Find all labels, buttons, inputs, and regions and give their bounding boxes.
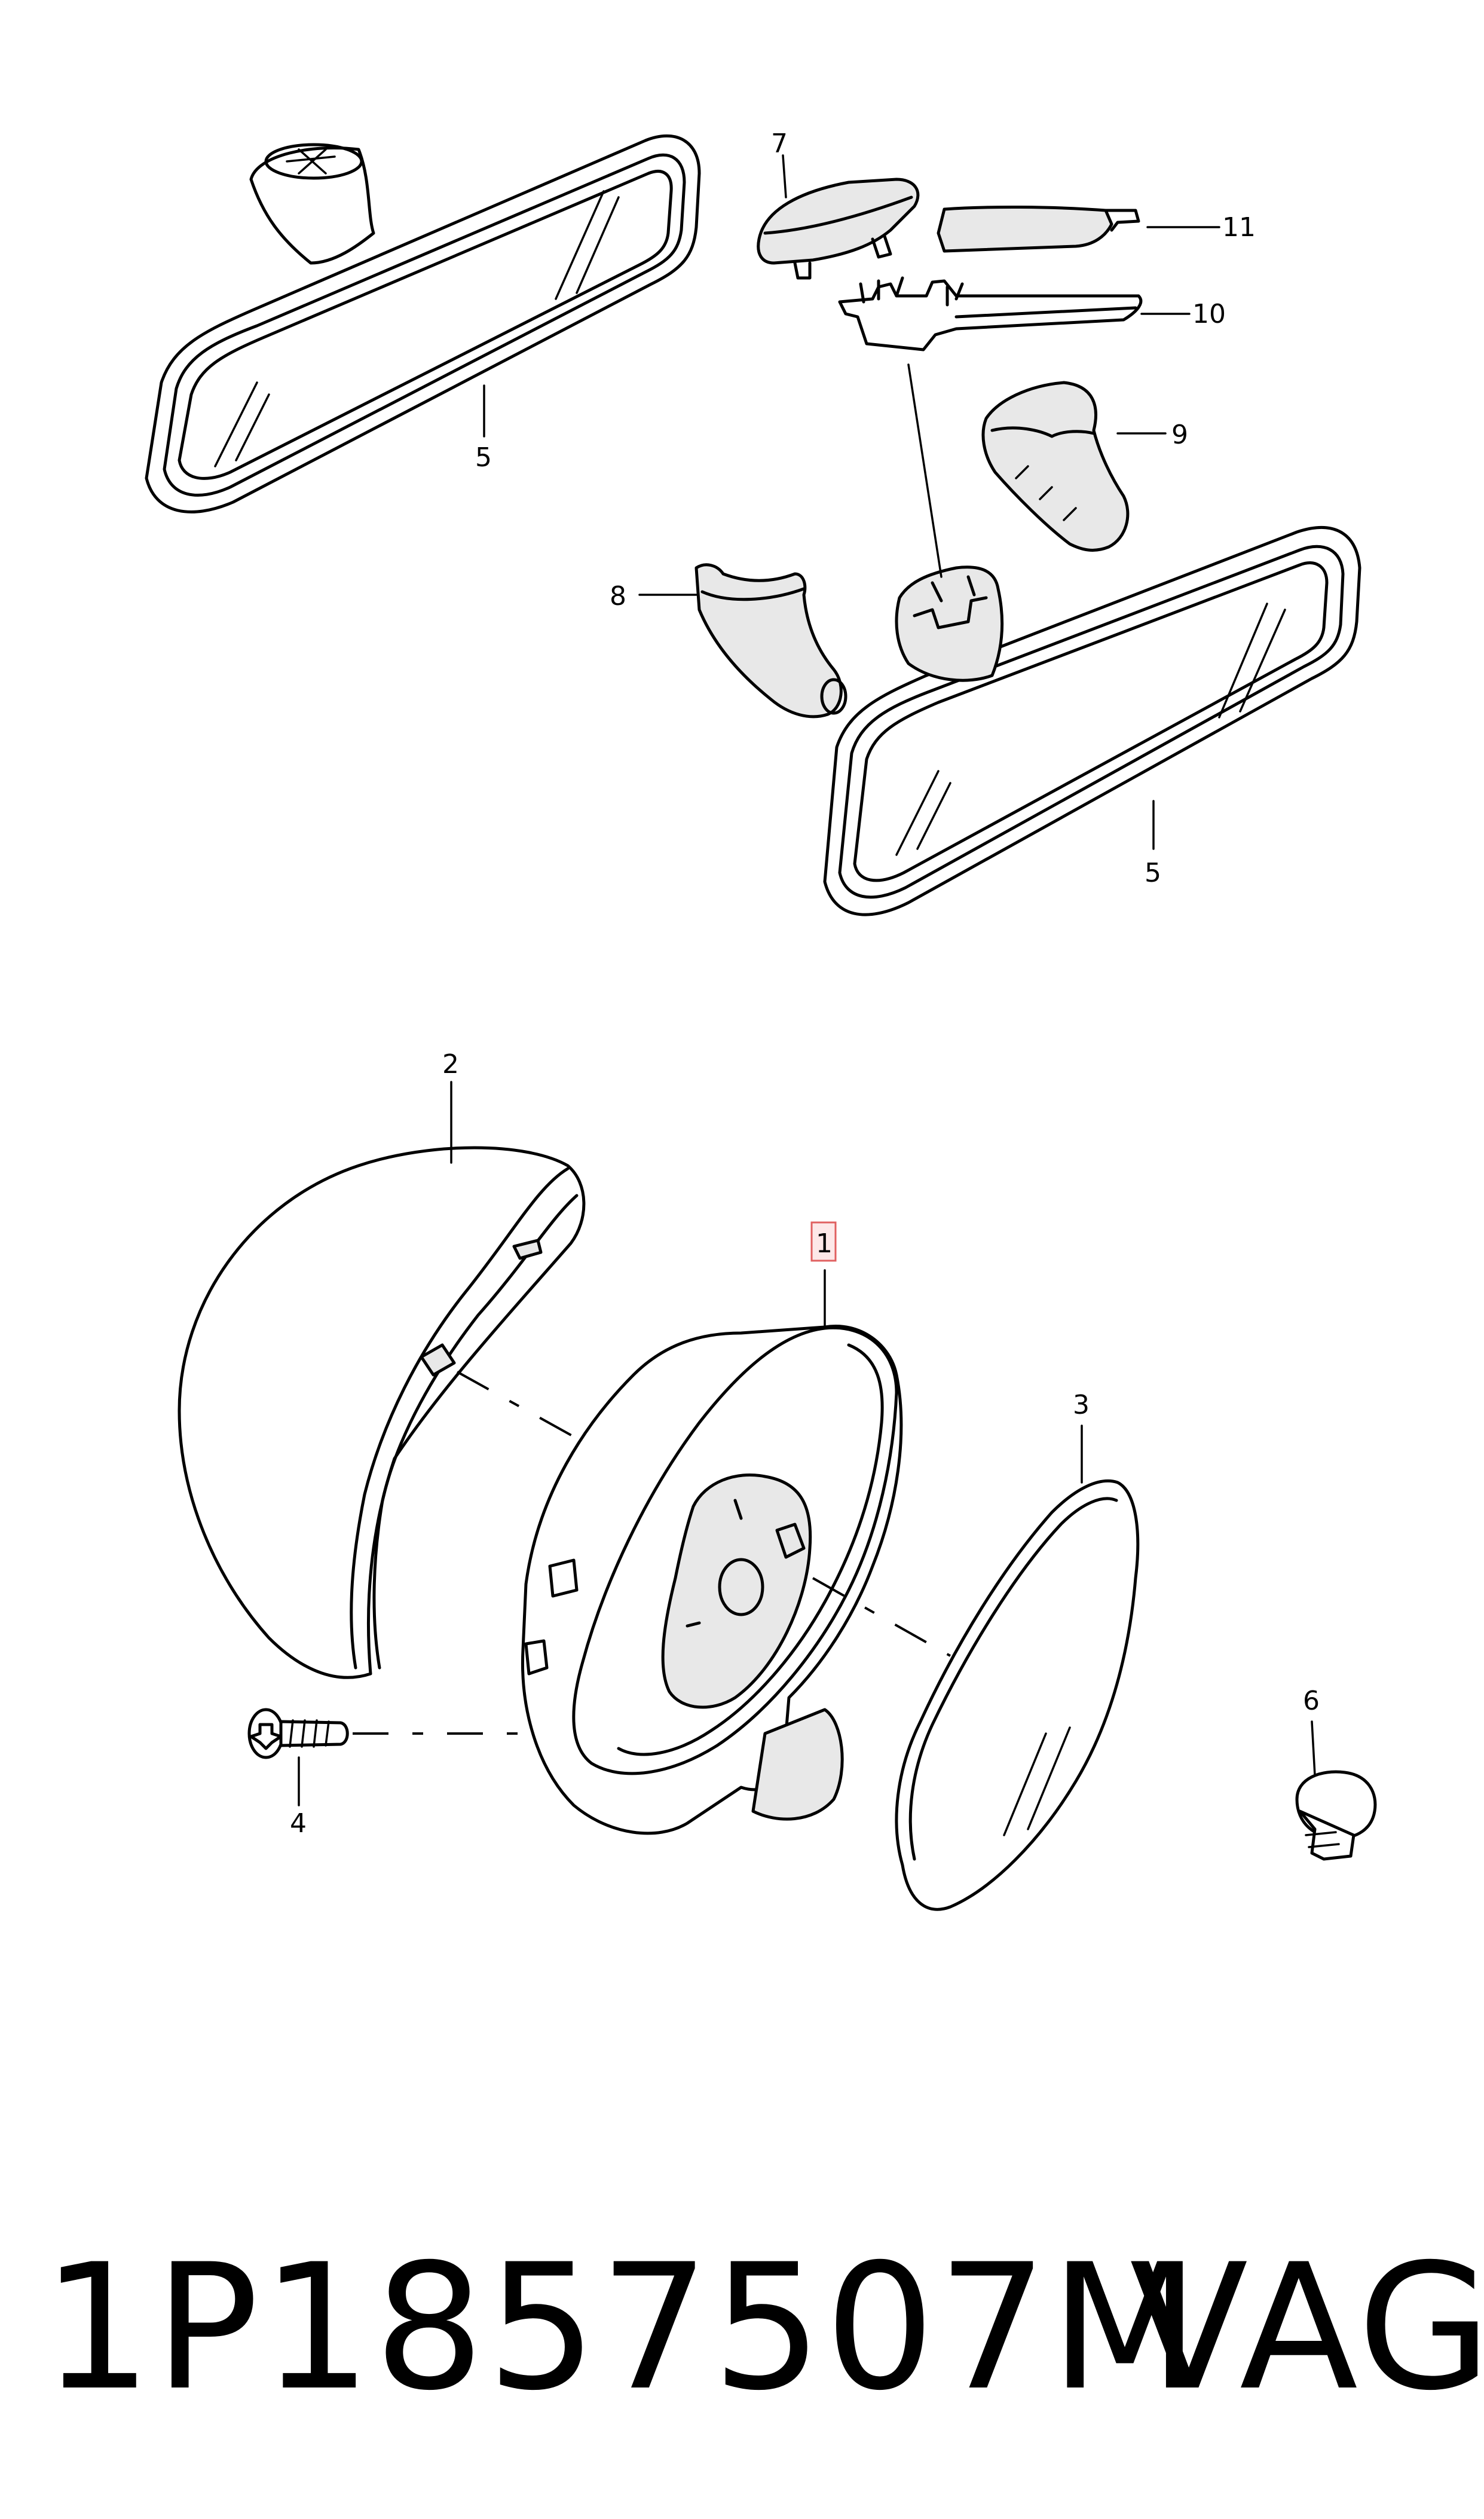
- callout-11: 11: [1222, 212, 1256, 243]
- callout-6: 6: [1303, 1686, 1320, 1716]
- interior-mirror-top: [145, 134, 701, 513]
- part-number: 1P1857507M: [42, 2227, 1203, 2429]
- callout-4: 4: [290, 1808, 307, 1839]
- callout-9: 9: [1171, 420, 1188, 450]
- cover-strip-11: [937, 205, 1140, 253]
- callout-3: 3: [1073, 1390, 1090, 1420]
- callout-8: 8: [610, 581, 626, 612]
- mirror-glass-3: [895, 1479, 1140, 1911]
- bracket-10: [838, 276, 1143, 351]
- callout-5-top: 5: [475, 442, 492, 473]
- callout-5-bottom: 5: [1145, 858, 1161, 888]
- brand-label: VAG: [1130, 2227, 1484, 2429]
- parts-diagram: 5 7 11 10 9 8 5 2 1 3 4 6: [145, 129, 1377, 1911]
- callout-1-highlight: [810, 1221, 837, 1262]
- callout-10: 10: [1192, 299, 1226, 329]
- sensor-housing-7: [757, 178, 920, 280]
- mount-cover-9: [981, 381, 1130, 552]
- assembly-lines: [353, 1371, 951, 1735]
- footer: 1P1857507M VAG: [0, 2212, 1484, 2519]
- mirror-cap-2: [178, 1146, 586, 1679]
- clip-6: [1295, 1770, 1377, 1861]
- interior-mirror-bottom: [823, 526, 1361, 916]
- mirror-mount-socket: [895, 565, 1004, 682]
- callout-2: 2: [442, 1049, 459, 1080]
- mirror-housing-1: [521, 1325, 903, 1835]
- mount-cover-8: [694, 563, 847, 719]
- callout-labels: 5 7 11 10 9 8 5 2 1 3 4 6: [290, 129, 1320, 1839]
- leader-lines: [298, 154, 1316, 1806]
- callout-1: 1: [816, 1228, 833, 1259]
- screw-4: [247, 1708, 349, 1759]
- callout-7: 7: [771, 129, 788, 159]
